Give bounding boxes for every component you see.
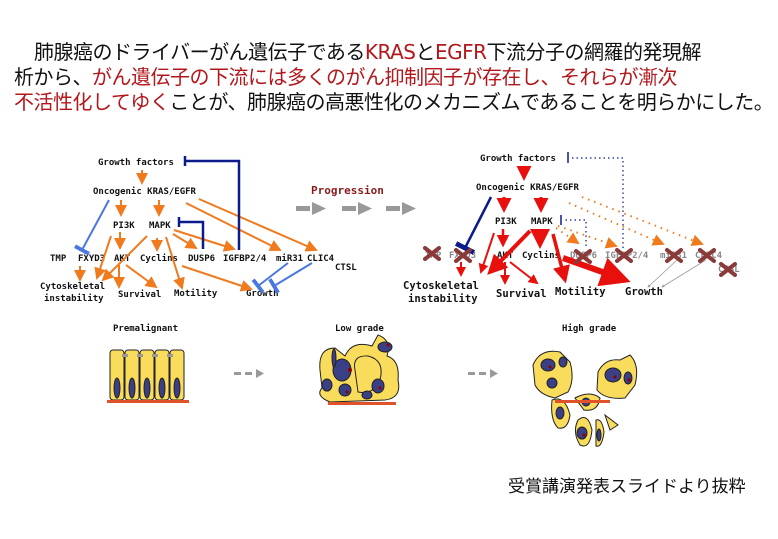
summary-text-segment: と [415, 40, 435, 64]
progression-arrows [296, 202, 416, 215]
outcome-cytoskeletal: Cytoskeletal [40, 282, 105, 292]
outcome-growth: Growth [625, 286, 663, 298]
node-fxyd3: FXYD3 [78, 254, 105, 264]
inhibition-line [454, 196, 493, 255]
summary-highlight: がん遺伝子の下流には多くのがん抑制因子が存在し、それらが漸次 [92, 65, 678, 89]
node-cyclins: Cyclins [522, 250, 560, 261]
outcome-survival: Survival [118, 289, 161, 300]
summary-text-segment: 下流分子の網羅的発現解 [486, 40, 702, 64]
egfr-highlight: EGFR [434, 40, 487, 64]
node-tmp: TMP [50, 254, 67, 264]
node-oncogene: Oncogenic KRAS/EGFR [93, 186, 197, 197]
node-growth-factors: Growth factors [98, 158, 174, 168]
outcome-motility: Motility [555, 286, 606, 298]
node-oncogene: Oncogenic KRAS/EGFR [476, 182, 580, 193]
summary-text-segment: 析から、 [14, 65, 93, 89]
stage-label-high-grade: High grade [562, 323, 617, 334]
cross-icon [574, 249, 592, 264]
node-dusp6: DUSP6 [188, 254, 215, 264]
low-grade-tumor-illustration [319, 334, 400, 405]
stage-transition-arrows [234, 369, 498, 378]
cross-icon [719, 262, 737, 277]
cross-icon [454, 248, 472, 263]
node-mir31: miR31 [276, 253, 303, 264]
kras-highlight: KRAS [364, 40, 416, 64]
cross-icon [665, 248, 683, 263]
cross-icon [698, 248, 716, 263]
outcome-instability: instability [44, 293, 104, 304]
node-igfbp: IGFBP2/4 [223, 254, 267, 264]
node-pi3k: PI3K [495, 217, 517, 227]
node-cyclins: Cyclins [140, 253, 178, 264]
outcome-cytoskeletal: Cytoskeletal [403, 280, 479, 292]
outcome-growth: Growth [246, 289, 279, 299]
outcome-motility: Motility [174, 288, 218, 299]
weakened-activation-arrows [555, 196, 704, 249]
progression-label: Progression [311, 184, 384, 197]
enhanced-activation-arrows [456, 166, 631, 287]
cross-icon [615, 248, 633, 263]
activation-arrows [74, 170, 318, 292]
node-growth-factors: Growth factors [480, 154, 556, 164]
weakened-inhibition-lines [647, 259, 707, 288]
inhibition-lines [74, 199, 313, 294]
outcome-instability: instability [408, 293, 478, 305]
high-grade-tumor-illustration [532, 350, 638, 447]
node-mapk: MAPK [149, 221, 171, 231]
premalignant-epithelium-illustration [107, 349, 189, 403]
node-clic4: CLIC4 [307, 254, 335, 264]
node-pi3k: PI3K [113, 221, 135, 231]
stage-label-premalignant: Premalignant [113, 323, 178, 334]
summary-highlight: 不活性化してゆく [14, 90, 170, 114]
summary-text-segment: ことが、肺腺癌の高悪性化のメカニズムであることを明らかにした。 [169, 90, 774, 114]
summary-text-segment: 肺腺癌のドライバーがん遺伝子である [34, 40, 365, 64]
inactivation-cross-icons [423, 246, 737, 277]
stage-label-low-grade: Low grade [335, 324, 384, 334]
right-pathway-diagram: Growth factors Oncogenic KRAS/EGFR PI3K … [403, 152, 740, 305]
feedback-inhibition [177, 156, 241, 250]
node-mapk: MAPK [531, 217, 553, 227]
lost-feedback-inhibition [563, 157, 624, 248]
source-note: 受賞講演発表スライドより抜粋 [508, 477, 746, 497]
outcome-survival: Survival [496, 288, 547, 300]
node-akt: AKT [114, 254, 131, 264]
cross-icon [423, 246, 441, 261]
node-ctsl: CTSL [335, 263, 357, 273]
summary-text: 肺腺癌のドライバーがん遺伝子であるKRASとEGFR下流分子の網羅的発現解 析か… [14, 40, 774, 115]
left-pathway-diagram: Growth factors Oncogenic KRAS/EGFR PI3K … [40, 156, 357, 304]
